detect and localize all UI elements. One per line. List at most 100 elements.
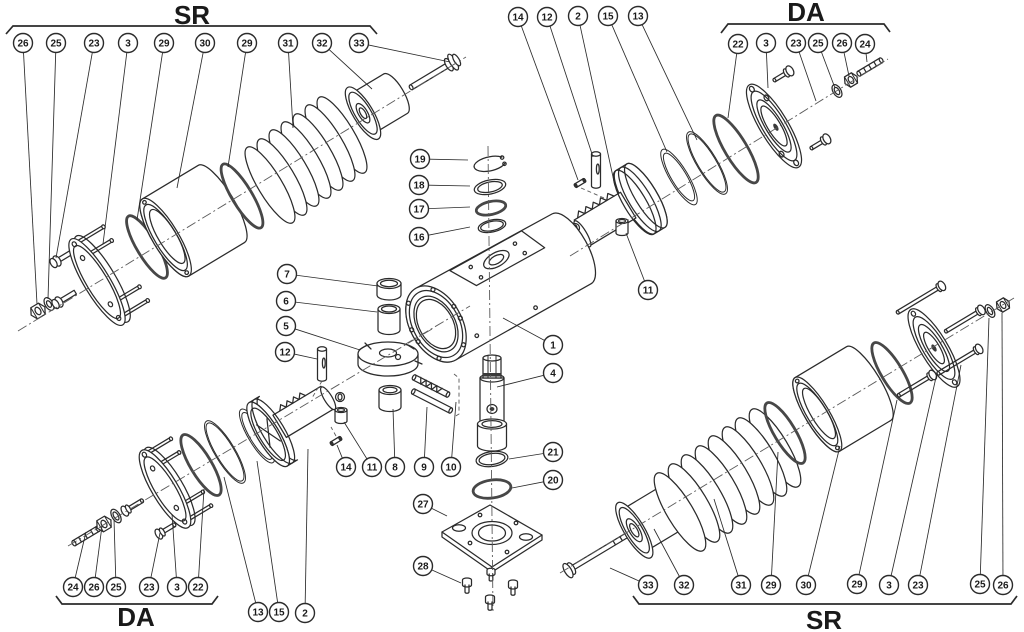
callout-number-11-31: 11 [643,286,654,297]
center-small-parts [357,277,460,418]
callout-5-23 [275,315,297,337]
leader-15-13 [611,24,668,153]
callout-28-40 [412,555,434,577]
callout-26-19 [831,32,853,54]
callout-17-27 [408,198,430,220]
leader-5-23 [294,328,361,351]
callout-32-51 [673,574,695,596]
callout-32-8 [311,32,333,54]
leader-29-6 [227,52,246,168]
thrust-washer [473,178,507,196]
section-label-sr-top-left: SR [174,0,210,30]
callout-number-23-17: 23 [790,39,802,50]
leader-22-46 [198,488,205,578]
callout-number-26-42: 26 [88,583,100,594]
callout-25-58 [969,573,991,595]
piston-left [246,385,337,468]
callout-26-0 [12,32,34,54]
leader-11-33 [343,421,368,460]
bearing-ring [477,218,507,234]
leader-32-51 [653,528,680,577]
leader-9-35 [424,406,428,458]
callout-number-22-15: 22 [732,40,744,51]
callout-25-18 [807,32,829,54]
callout-11-33 [361,456,383,478]
callout-number-14-32: 14 [340,463,352,474]
leader-21-37 [508,453,544,460]
guide-ring [686,131,728,195]
callout-2-49 [294,602,316,624]
leader-30-54 [807,445,841,576]
callout-number-30-5: 30 [199,39,211,50]
piston-bushing [334,406,348,425]
stop-screw-spring [411,374,451,398]
flange-bolt-holes [405,287,467,361]
centerlines [17,56,1015,613]
section-label-sr-bottom-right: SR [806,605,842,632]
callout-number-25-43: 25 [110,583,122,594]
sr-left-assembly [30,53,462,327]
leader-26-42 [94,525,103,578]
callout-23-2 [83,32,105,54]
leader-2-12 [579,25,616,187]
callout-number-33-9: 33 [353,39,365,50]
leader-31-52 [713,498,739,577]
leader-22-15 [727,53,738,119]
leader-19-25 [429,158,469,161]
o-ring [763,401,807,465]
leader-28-40 [431,569,462,584]
callout-22-46 [187,576,209,598]
leader-23-57 [919,364,962,576]
callout-3-3 [117,32,139,54]
plate-screws [461,567,519,611]
leader-33-9 [368,44,451,63]
o-ring [712,113,760,185]
callout-1-29 [542,334,564,356]
callout-number-24-20: 24 [859,40,871,51]
piston-bushing [615,217,629,237]
callout-number-29-4: 29 [158,39,170,50]
leader-24-20 [865,53,868,63]
cap-bolt [936,343,984,376]
bracket-sr-top-left [5,25,378,35]
leader-24-41 [74,531,87,578]
callout-33-50 [637,574,659,596]
callout-33-9 [348,32,370,54]
callout-number-25-18: 25 [812,39,824,50]
callout-number-29-53: 29 [765,581,777,592]
callout-number-17-27: 17 [413,205,425,216]
leader-27-39 [431,507,448,517]
leader-17-27 [428,206,471,210]
leader-29-53 [771,451,779,576]
callout-number-27-39: 27 [417,500,429,511]
callout-6-22 [275,290,297,312]
leader-4-30 [496,374,544,388]
callout-4-30 [542,362,564,384]
callout-19-25 [409,148,431,170]
section-label-da-bottom-left: DA [117,602,155,632]
o-ring [475,450,509,468]
actuator-body [405,212,597,363]
callout-15-13 [597,5,619,27]
callout-number-29-55: 29 [851,580,863,591]
base-plate [441,504,543,573]
cap-bolt [895,280,947,315]
callout-13-14 [627,5,649,27]
leader-30-5 [176,52,204,189]
callout-12-24 [274,341,296,363]
callout-number-13-47: 13 [252,608,264,619]
callout-number-25-1: 25 [50,39,62,50]
leader-14-32 [336,444,343,459]
leader-15-48 [256,460,279,603]
callout-25-43 [105,576,127,598]
leader-29-4 [136,52,163,221]
o-ring [471,478,513,500]
shaft-bushing [377,303,401,336]
callout-23-44 [138,576,160,598]
leader-23-2 [55,52,93,259]
callout-25-1 [45,32,67,54]
callout-number-4-30: 4 [550,369,556,380]
callout-number-3-3: 3 [125,39,131,50]
